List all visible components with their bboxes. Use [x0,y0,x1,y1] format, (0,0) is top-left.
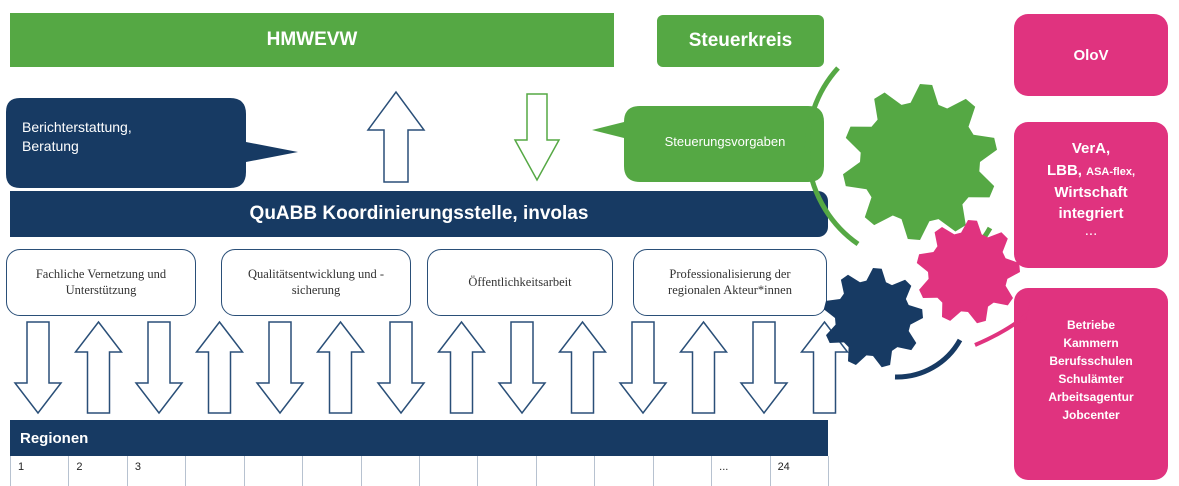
down-arrow-icon [13,321,63,415]
down-arrow-icon [618,321,668,415]
berichterstattung-callout: Berichterstattung, Beratung [22,118,232,156]
up-arrow-icon [678,320,729,414]
down-arrow-icon [134,321,184,415]
region-cell [595,456,654,486]
green-arc [804,66,860,247]
partner-item: Kammern [1063,336,1119,350]
partner-item: Jobcenter [1062,408,1120,422]
task-box-oeffentlichkeit: Öffentlichkeitsarbeit [427,249,613,316]
partners-line: VerA, [1071,140,1111,157]
partner-item: Arbeitsagentur [1048,390,1134,404]
down-arrow-icon [376,321,426,415]
region-cell: 1 [11,456,70,486]
region-cell [654,456,713,486]
region-cell: ... [712,456,771,486]
region-cell [362,456,420,486]
pink-arc-arrow [974,310,1032,347]
partners-line: integriert [1058,205,1124,223]
navy-gear-icon [823,268,923,368]
partners-line: ... [1084,222,1098,239]
up-arrow-large [366,90,426,183]
task-line: sicherung [291,282,341,297]
partner-item: Schulämter [1058,372,1124,386]
region-cell [186,456,245,486]
down-arrow-icon [255,321,305,415]
hmwevw-bar: HMWEVW [10,13,614,67]
koordinierungsstelle-bar: QuABB Koordinierungsstelle, involas [10,191,828,237]
berichterstattung-line-1: Berichterstattung, [22,119,132,135]
task-line: regionalen Akteur*innen [668,282,792,297]
steuerkreis-box: Steuerkreis [657,15,824,67]
region-cell: 3 [128,456,187,486]
partners-line: LBB, ASA-flex, [1014,160,1168,182]
partner-item: Betriebe [1066,318,1116,332]
partners-top-box: VerA, LBB, ASA-flex, Wirtschaft integrie… [1014,122,1168,268]
pink-gear-icon [916,220,1020,324]
task-line: Professionalisierung der [669,266,791,281]
steuerungsvorgaben-label: Steuerungsvorgaben [664,134,786,149]
region-cell: 2 [69,456,128,486]
region-cell [420,456,479,486]
down-arrow-icon [739,321,789,415]
task-line: Fachliche Vernetzung und [35,266,167,281]
pink-arrowhead-icon [1026,302,1042,320]
region-cell: 24 [771,456,829,486]
up-arrow-icon [799,320,850,414]
steuerkreis-label: Steuerkreis [688,30,793,51]
partners-text: LBB, [1046,161,1087,179]
region-cell [303,456,362,486]
regionen-label: Regionen [20,429,89,447]
task-box-qualitaet: Qualitätsentwicklung und -sicherung [221,249,411,316]
steuerungsvorgaben-callout: Steuerungsvorgaben [630,134,820,149]
down-arrow-large [513,93,561,182]
gear-body [823,268,923,368]
up-arrow-icon [436,320,487,414]
task-line: Qualitätsentwicklung und - [247,266,385,281]
up-arrow-icon [315,320,366,414]
berichterstattung-line-2: Beratung [22,137,79,154]
up-arrow-icon [557,320,608,414]
task-line: Öffentlichkeitsarbeit [468,274,572,289]
region-cell [245,456,304,486]
partners-line: Wirtschaft [1054,183,1128,201]
partner-item: Berufsschulen [1049,354,1133,368]
task-line: Unterstützung [65,282,137,297]
olov-label: OloV [1073,46,1109,64]
steuerungsvorgaben-callout-shape [592,106,824,182]
regionen-bar: Regionen [10,420,828,456]
navy-arc [894,338,963,380]
up-arrow-icon [73,320,124,414]
olov-box: OloV [1014,14,1168,96]
koordinierungsstelle-label: QuABB Koordinierungsstelle, involas [249,203,589,224]
hmwevw-label: HMWEVW [266,29,358,50]
region-cell [537,456,596,486]
up-arrow-icon [194,320,245,414]
gear-body [916,220,1020,324]
region-cell [478,456,537,486]
partners-text-small: ASA-flex, [1086,165,1136,178]
down-arrow-icon [497,321,547,415]
green-gear-icon [843,84,997,240]
gear-body [843,84,997,240]
berichterstattung-callout-shape [6,98,298,188]
